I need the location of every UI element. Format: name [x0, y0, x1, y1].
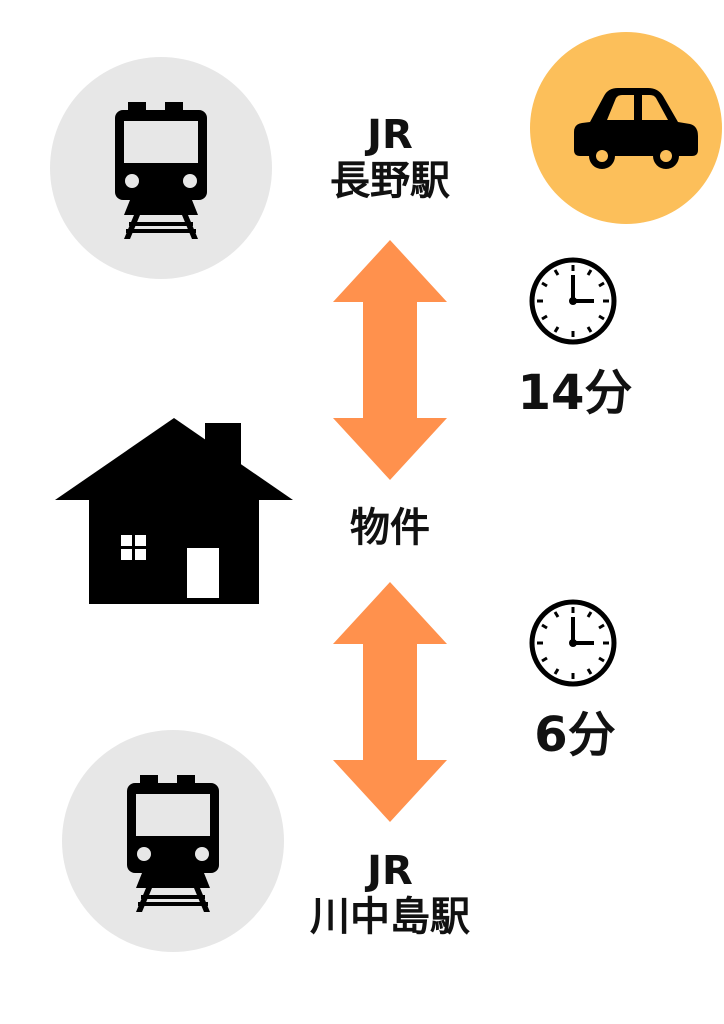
house-icon	[55, 418, 293, 604]
travel-time-bottom: 6分	[534, 707, 616, 763]
double-arrow-icon	[333, 582, 447, 822]
property-label: 物件	[350, 505, 430, 551]
travel-time-top: 14分	[517, 365, 633, 421]
station-name-bottom: 川中島駅	[310, 894, 470, 940]
train-icon	[127, 775, 219, 912]
double-arrow-icon	[333, 240, 447, 480]
car-circle	[530, 32, 722, 224]
train-icon	[115, 102, 207, 239]
station-line-bottom: JR	[367, 848, 413, 894]
station-line-top: JR	[367, 112, 413, 158]
station-label-bottom: JR 川中島駅	[270, 848, 510, 940]
station-circle-bottom	[62, 730, 284, 952]
car-icon	[574, 88, 698, 169]
clock-icon	[529, 257, 617, 345]
station-circle-top	[50, 57, 272, 279]
station-name-top: 長野駅	[330, 158, 450, 204]
clock-icon	[529, 599, 617, 687]
station-label-top: JR 長野駅	[270, 112, 510, 204]
